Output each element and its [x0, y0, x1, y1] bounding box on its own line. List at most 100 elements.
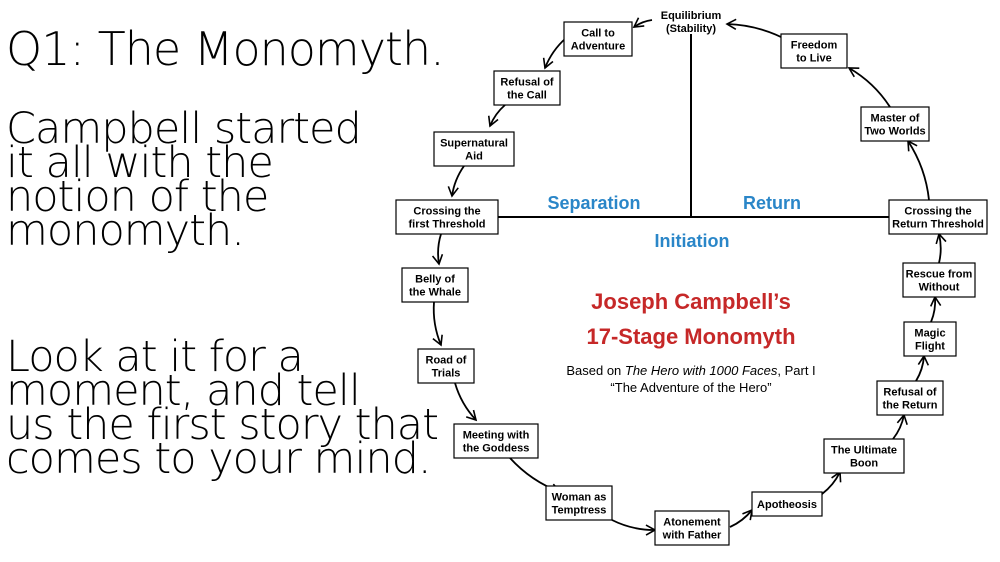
stage-label: Rescue from — [906, 269, 973, 281]
cycle-arrow — [447, 165, 465, 198]
stage-label: to Live — [796, 53, 831, 65]
paragraph-2-line: Look at it for a — [6, 332, 304, 382]
stage-label: Meeting with — [463, 430, 530, 442]
stage-label: Without — [919, 282, 960, 294]
stage-label: Crossing the — [904, 206, 971, 218]
phase-initiation: Initiation — [655, 231, 730, 251]
cycle-arrow — [847, 67, 891, 108]
cycle-arrow — [892, 413, 908, 440]
stage-box-frame — [433, 131, 515, 167]
stage-box-frame — [903, 321, 957, 357]
cycle-arrow — [729, 508, 754, 528]
stage-box-frame — [902, 262, 976, 298]
stage-box-frame — [823, 438, 905, 474]
paragraph-2-line: moment, and tell — [6, 366, 361, 416]
stage-label: Freedom — [791, 40, 838, 52]
stage-label: the Whale — [409, 287, 461, 299]
stage-box-apotheosis: Apotheosis — [751, 491, 823, 517]
cycle-arrow — [454, 382, 478, 422]
stage-label: Magic — [914, 328, 945, 340]
stage-label: Road of — [426, 355, 467, 367]
diagram-title-line-2: 17-Stage Monomyth — [586, 324, 795, 349]
phase-separation: Separation — [547, 193, 640, 213]
stage-box-frame — [780, 33, 848, 69]
paragraph-1-line: monomyth. — [6, 206, 245, 256]
paragraph-1-line: it all with the — [6, 138, 274, 188]
cycle-arrow — [821, 470, 842, 495]
cycle-arrows — [431, 17, 947, 536]
cycle-arrow — [725, 18, 790, 42]
paragraph-1-line: Campbell started — [6, 104, 362, 154]
stage-box-frame — [888, 199, 988, 235]
stage-box-frame — [545, 485, 613, 521]
paragraph-2-line: us the first story that — [6, 400, 439, 450]
cycle-arrow — [935, 232, 947, 264]
stage-label: Return Threshold — [892, 219, 984, 231]
stage-box-frame — [401, 267, 469, 303]
slide-heading: Q1: The Monomyth. — [6, 22, 445, 76]
diagram-title-line-1: Joseph Campbell’s — [591, 289, 791, 314]
stage-label: the Return — [883, 400, 938, 412]
stage-label: Two Worlds — [864, 126, 925, 138]
stage-box-frame — [654, 510, 730, 546]
stage-label: the Call — [507, 90, 547, 102]
stage-label: Belly of — [415, 274, 455, 286]
cycle-arrow — [915, 354, 930, 382]
stage-box-frame — [395, 199, 499, 235]
stage-label: Refusal of — [883, 387, 937, 399]
stage-label: Boon — [850, 458, 878, 470]
stage-label: Atonement — [663, 517, 721, 529]
stage-label: the Goddess — [463, 443, 530, 455]
stage-label: first Threshold — [408, 219, 485, 231]
stage-label: Temptress — [552, 505, 607, 517]
cycle-arrow — [907, 139, 930, 201]
stage-label: with Father — [662, 530, 722, 542]
stage-label: Crossing the — [413, 206, 480, 218]
cycle-arrow — [542, 37, 567, 70]
stage-box-frame — [860, 106, 930, 142]
stage-label: Supernatural — [440, 138, 508, 150]
cycle-arrow — [487, 104, 506, 128]
stage-label: Aid — [465, 151, 483, 163]
stage-label: The Ultimate — [831, 445, 897, 457]
cycle-arrow — [611, 519, 657, 536]
cycle-arrow — [431, 233, 444, 266]
stage-box-frame — [876, 380, 944, 416]
stage-box-frame — [493, 70, 561, 106]
diagram-subtitle-line-1: Based on The Hero with 1000 Faces, Part … — [566, 363, 815, 378]
diagram-subtitle-line-2: “The Adventure of the Hero” — [610, 380, 771, 395]
stage-box-frame — [751, 491, 823, 517]
paragraph-2-line: comes to your mind. — [6, 434, 432, 484]
stage-label: Call to — [581, 28, 615, 40]
slide-paragraph-1: Campbell started it all with the notion … — [6, 104, 362, 256]
stage-label: Master of — [871, 113, 920, 125]
paragraph-1-line: notion of the — [6, 172, 269, 222]
slide-paragraph-2: Look at it for a moment, and tell us the… — [6, 332, 439, 484]
stage-box-frame — [417, 348, 475, 384]
stage-label: Woman as — [552, 492, 607, 504]
stage-equilibrium-line: (Stability) — [666, 23, 716, 35]
stage-label: Flight — [915, 341, 945, 353]
stage-label: Apotheosis — [757, 499, 817, 511]
cycle-arrow — [632, 17, 653, 28]
stage-label: Adventure — [571, 41, 625, 53]
stage-box-frame — [453, 423, 539, 459]
stage-label: Refusal of — [500, 77, 554, 89]
